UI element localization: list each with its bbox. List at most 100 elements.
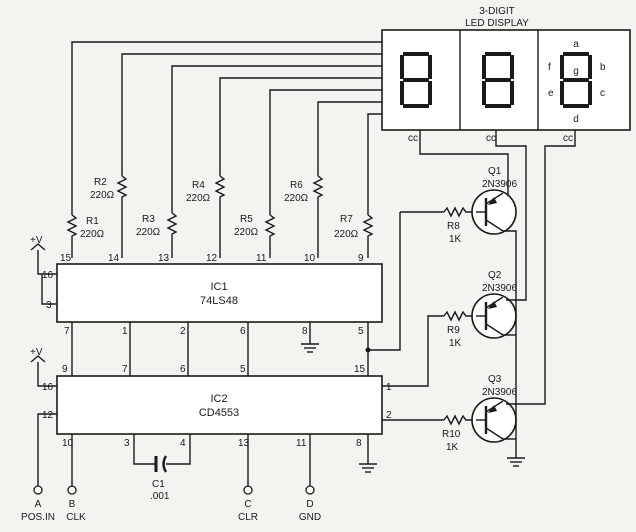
ic1-part: 74LS48 <box>200 295 238 307</box>
display-title-line2: LED DISPLAY <box>465 18 529 29</box>
ic1-pin-3: 3 <box>46 300 52 311</box>
terminal-d[interactable] <box>305 485 315 495</box>
ic1-pin-10: 10 <box>304 253 316 264</box>
ic2-pin-13: 13 <box>238 438 250 449</box>
r2-value: 220Ω <box>90 190 115 201</box>
transistor-q2: Q2 2N3906 <box>471 270 517 339</box>
r10-value: 1K <box>446 442 459 453</box>
ic2-pin-8: 8 <box>356 438 362 449</box>
r6-value: 220Ω <box>284 193 309 204</box>
ic1: IC1 74LS48 15 14 13 12 11 10 9 16 3 7 1 … <box>42 253 383 337</box>
ic2: IC2 CD4553 9 7 6 5 15 16 12 1 2 10 3 4 1… <box>42 364 392 449</box>
ic1-body <box>56 263 383 323</box>
ic2-name: IC2 <box>210 393 227 405</box>
ic1-pin-5: 5 <box>358 326 364 337</box>
ic2-ground <box>359 434 377 473</box>
digit-3 <box>560 52 592 108</box>
ic1-pin-14: 14 <box>108 253 120 264</box>
r10-name: R10 <box>442 429 461 440</box>
segment-label-d: d <box>573 114 579 125</box>
ic2-pin-1: 1 <box>386 382 392 393</box>
ic1-pin-12: 12 <box>206 253 218 264</box>
c1-name: C1 <box>152 479 165 490</box>
q3-part: 2N3906 <box>482 387 517 398</box>
q2-name: Q2 <box>488 270 502 281</box>
terminal-c-label: CLR <box>238 512 258 523</box>
ic1-pin-6: 6 <box>240 326 246 337</box>
r8-value: 1K <box>449 234 462 245</box>
r5-name: R5 <box>240 214 253 225</box>
digit-1 <box>400 52 432 108</box>
transistor-q1: Q1 2N3906 <box>471 166 517 235</box>
ic-interconnect-wires <box>71 212 401 376</box>
ic2-pin-16: 16 <box>42 382 54 393</box>
segment-label-f: f <box>548 62 551 73</box>
ic2-part: CD4553 <box>199 407 239 419</box>
r5-value: 220Ω <box>234 227 259 238</box>
ic2-pin-4: 4 <box>180 438 186 449</box>
terminal-a-label: POS.IN <box>21 512 55 523</box>
r7-value: 220Ω <box>334 229 359 240</box>
terminal-c-letter: C <box>244 499 251 510</box>
terminal-b[interactable] <box>67 485 77 495</box>
r9-name: R9 <box>447 325 460 336</box>
terminal-b-letter: B <box>69 499 76 510</box>
q1-name: Q1 <box>488 166 502 177</box>
segment-bus-wires <box>71 41 382 215</box>
segment-label-a: a <box>573 39 579 50</box>
input-terminals: A POS.IN B CLK C CLR D GND <box>21 413 321 523</box>
ic2-pin-7: 7 <box>122 364 128 375</box>
segment-label-e: e <box>548 88 554 99</box>
ic1-pin-15: 15 <box>60 253 72 264</box>
transistor-q3: Q3 2N3906 <box>471 374 517 443</box>
r3-value: 220Ω <box>136 227 161 238</box>
ic2-power: +V <box>30 347 57 387</box>
q3-name: Q3 <box>488 374 502 385</box>
ic1-pin-8: 8 <box>302 326 308 337</box>
ic2-pin-6: 6 <box>180 364 186 375</box>
ic2-pin-15: 15 <box>354 364 366 375</box>
r6-name: R6 <box>290 180 303 191</box>
ic2-pin-3: 3 <box>124 438 130 449</box>
ic1-pin-11: 11 <box>256 253 267 264</box>
terminal-a[interactable] <box>33 485 43 495</box>
ic2-pin-5: 5 <box>240 364 246 375</box>
r2-name: R2 <box>94 177 107 188</box>
capacitor-c1: C1 .001 <box>133 434 191 502</box>
ic1-vcc-label: +V <box>30 235 43 246</box>
ic2-pin-2: 2 <box>386 410 392 421</box>
display-title-line1: 3-DIGIT <box>479 6 515 17</box>
ic1-pin-2: 2 <box>180 326 186 337</box>
ic2-pin-12: 12 <box>42 410 54 421</box>
cc-label-1: cc <box>408 133 418 144</box>
terminal-b-label: CLK <box>66 512 86 523</box>
ic2-pin-9: 9 <box>62 364 68 375</box>
r9-value: 1K <box>449 338 462 349</box>
ic1-pin-7: 7 <box>64 326 70 337</box>
r1-value: 220Ω <box>80 229 105 240</box>
cc-label-2: cc <box>486 133 496 144</box>
ic1-pin-16: 16 <box>42 270 54 281</box>
q1-part: 2N3906 <box>482 179 517 190</box>
r1-name: R1 <box>86 216 99 227</box>
terminal-d-label: GND <box>299 512 321 523</box>
terminal-c[interactable] <box>243 485 253 495</box>
segment-label-b: b <box>600 62 606 73</box>
r4-value: 220Ω <box>186 193 211 204</box>
r8-name: R8 <box>447 221 460 232</box>
r3-name: R3 <box>142 214 155 225</box>
transistor-base-wiring: R8 1K R9 1K R10 1K <box>382 206 476 453</box>
r7-name: R7 <box>340 214 353 225</box>
cc-label-3: cc <box>563 133 573 144</box>
ic2-pin-10: 10 <box>62 438 74 449</box>
led-display: 3-DIGIT LED DISPLAY a b c d e f g cc cc … <box>381 6 631 144</box>
c1-value: .001 <box>150 491 170 502</box>
ic1-pin-9: 9 <box>358 253 364 264</box>
ic1-power: +V <box>30 235 57 305</box>
segment-label-c: c <box>600 88 605 99</box>
terminal-d-letter: D <box>306 499 313 510</box>
segment-resistors: R1 220Ω R2 220Ω R3 220Ω R4 220Ω R5 220Ω … <box>66 175 374 258</box>
ic1-pin-13: 13 <box>158 253 170 264</box>
terminal-a-letter: A <box>35 499 42 510</box>
q2-part: 2N3906 <box>482 283 517 294</box>
